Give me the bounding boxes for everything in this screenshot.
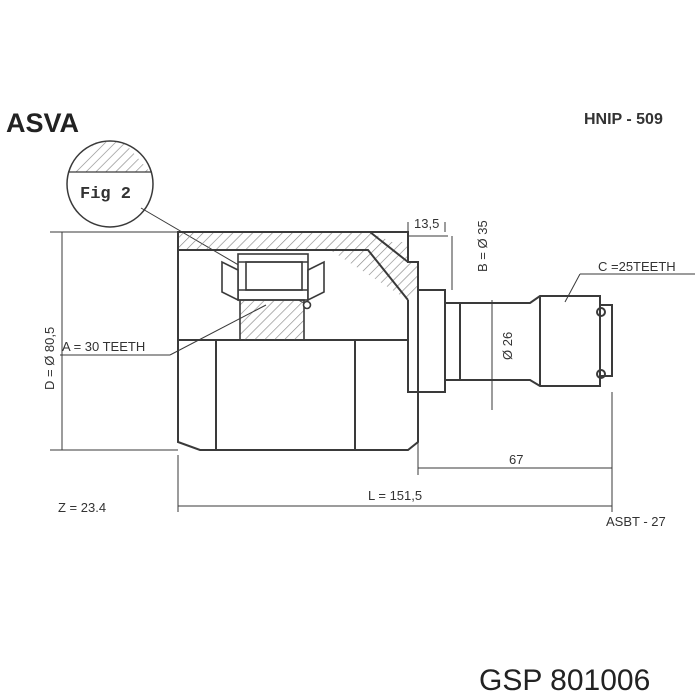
footer-label: GSP 801006 bbox=[479, 664, 650, 697]
fig-label: Fig 2 bbox=[80, 185, 131, 204]
dim-outer-teeth: C =25TEETH bbox=[598, 259, 676, 274]
shaft bbox=[445, 295, 613, 387]
dim-shaft-length: 67 bbox=[509, 452, 523, 467]
dim-outer-diameter: D = Ø 80,5 bbox=[42, 327, 57, 390]
ref-code: ASBT - 27 bbox=[606, 514, 666, 529]
dim-total-length: L = 151,5 bbox=[368, 488, 422, 503]
brand-title: ASVA bbox=[6, 108, 79, 138]
dimension-lines bbox=[50, 222, 695, 512]
housing bbox=[177, 231, 446, 451]
dim-width-top: 13,5 bbox=[414, 216, 439, 231]
dim-shaft-diameter: Ø 26 bbox=[500, 332, 515, 360]
fig-callout: Fig 2 bbox=[66, 140, 308, 306]
dim-inner-teeth: A = 30 TEETH bbox=[62, 339, 145, 354]
part-number: HNIP - 509 bbox=[584, 111, 663, 128]
dim-z-value: Z = 23.4 bbox=[58, 500, 106, 515]
ball-cage bbox=[221, 253, 325, 341]
dim-bore-diameter: B = Ø 35 bbox=[475, 220, 490, 272]
